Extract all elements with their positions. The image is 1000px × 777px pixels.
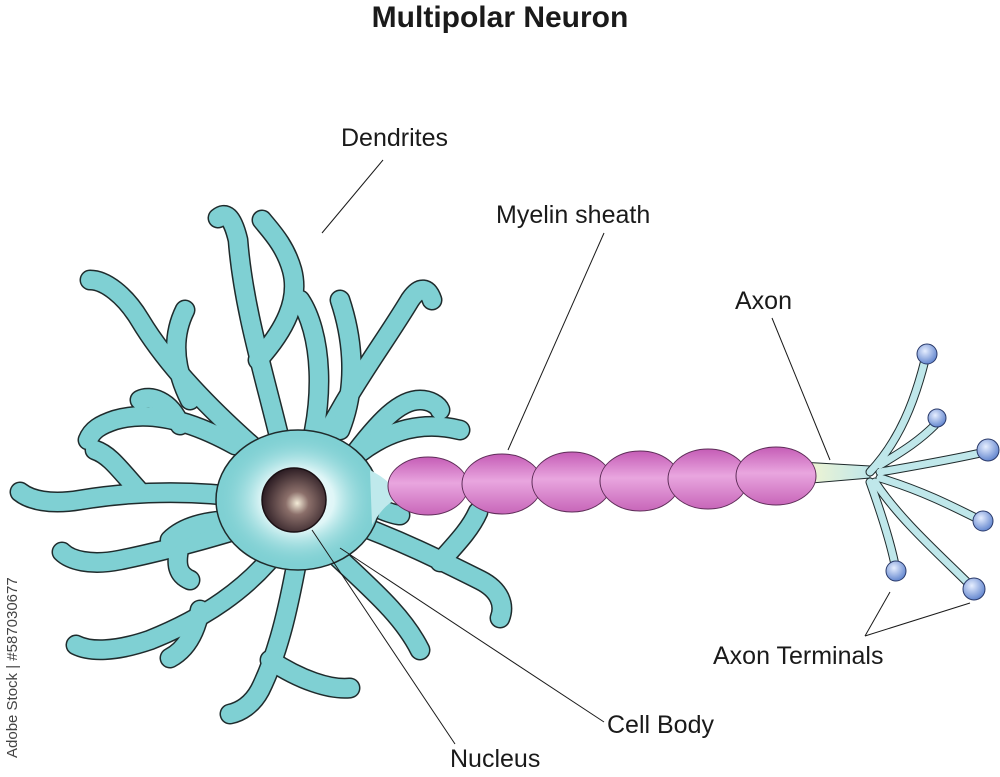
terminal-bulb [927, 408, 947, 428]
leader-dendrites [321, 159, 384, 234]
leader-terminals-1 [864, 591, 891, 637]
stock-credit: Adobe Stock | #587030677 [4, 577, 21, 758]
label-myelin-sheath: Myelin sheath [496, 201, 651, 229]
label-axon-terminals: Axon Terminals [713, 642, 884, 670]
leader-cellbody [339, 547, 605, 723]
terminal-bulb [972, 510, 994, 532]
label-axon: Axon [735, 287, 792, 315]
myelin-segment [735, 446, 817, 506]
label-cell-body: Cell Body [607, 711, 714, 739]
terminal-bulb [916, 343, 938, 365]
diagram-title: Multipolar Neuron [371, 1, 629, 34]
label-dendrites: Dendrites [341, 124, 448, 152]
axon-terminal-branches [865, 355, 990, 590]
nucleus [261, 467, 327, 533]
leader-myelin [507, 232, 605, 451]
myelin-segment [461, 453, 543, 515]
axon-terminals [885, 343, 1000, 601]
myelin-segment [387, 456, 469, 516]
terminal-bulb [885, 560, 907, 582]
label-nucleus: Nucleus [450, 745, 541, 773]
leader-axon [771, 317, 831, 461]
leader-terminals-2 [864, 602, 971, 637]
leader-lines [311, 159, 971, 745]
terminal-bulb [962, 577, 986, 601]
leader-nucleus [311, 529, 456, 745]
myelin-sheath [387, 446, 817, 516]
terminal-bulb [976, 438, 1000, 462]
